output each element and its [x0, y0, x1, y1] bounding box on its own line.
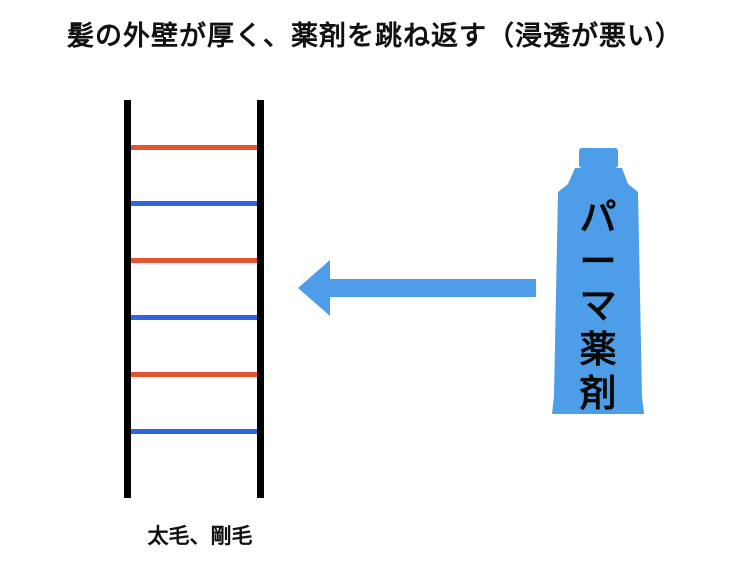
tube-label-char: マ [579, 284, 617, 327]
hair-type-label: 太毛、剛毛 [147, 524, 253, 548]
diagram-title: 髪の外壁が厚く、薬剤を跳ね返す（浸透が悪い） [67, 21, 683, 52]
tube-label-char: パ [579, 196, 617, 239]
arrow-shape [298, 260, 536, 316]
tube-cap [579, 148, 618, 168]
hair-bond-rung [131, 429, 257, 434]
hair-bond-rung [131, 258, 257, 263]
left-arrow-icon [298, 260, 536, 316]
tube-label-char: 薬 [579, 328, 617, 371]
hair-structure-diagram [118, 100, 278, 500]
perm-solution-tube-icon [552, 148, 644, 414]
tube-body [552, 168, 644, 414]
tube-label-char: ー [579, 240, 617, 283]
hair-cuticle-right-line [257, 100, 264, 498]
tube-label: パ ー マ 薬 剤 [565, 196, 631, 416]
hair-bond-rung [131, 145, 257, 150]
hair-cuticle-left-line [124, 100, 131, 498]
hair-bond-rung [131, 372, 257, 377]
hair-bond-rung [131, 201, 257, 206]
hair-bond-rung [131, 315, 257, 320]
tube-label-char: 剤 [579, 372, 617, 415]
